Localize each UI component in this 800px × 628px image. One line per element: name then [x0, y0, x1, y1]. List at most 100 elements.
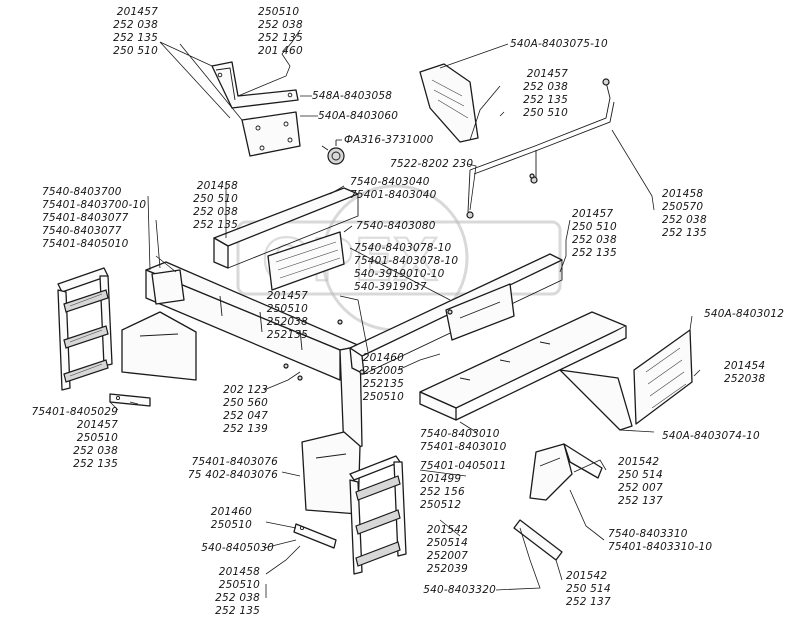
leader-lines — [109, 29, 701, 598]
panel-7540-8403080 — [267, 231, 345, 291]
rod-7522-8202230 — [466, 78, 615, 219]
callout-c07-line-1: 252 038 — [523, 81, 568, 93]
callout-c09-line-0: 201458 — [662, 188, 704, 200]
callout-c11-line-0: 201458 — [196, 180, 238, 192]
callout-c14-line-1: 250510 — [266, 303, 308, 315]
inner-beam-7540-8403078-10 — [349, 253, 563, 375]
callout-c04-line-0: 540А-8403060 — [318, 110, 399, 122]
callout-c31-line-1: 250510 — [218, 579, 260, 591]
callout-c26-line-3: 252 137 — [618, 495, 663, 507]
callout-c26-line-2: 252 007 — [618, 482, 663, 494]
callout-c13-line-0: 7540-8403080 — [356, 220, 436, 232]
callout-c18-line-3: 250510 — [362, 391, 404, 403]
callout-c18-line-1: 252005 — [362, 365, 404, 377]
callout-c14-line-0: 201457 — [266, 290, 308, 302]
callout-c24-line-0: 75401-8403076 — [191, 456, 278, 468]
callout-c12-line-0: 7540-8403040 — [350, 176, 430, 188]
callout-c12-line-1: 75401-8403040 — [350, 189, 437, 201]
callout-c18-line-2: 252135 — [362, 378, 404, 390]
plate-540a-8403012 — [633, 329, 693, 425]
mudguard-75401-8403077 — [121, 311, 197, 381]
callout-c09-line-2: 252 038 — [662, 214, 707, 226]
callout-c32-line-0: 540-8403320 — [423, 584, 496, 596]
callout-c33-line-2: 252 137 — [566, 596, 611, 608]
callout-c05-line-0: ФАЗ16-3731000 — [344, 134, 434, 146]
callout-c23-line-2: 250510 — [76, 432, 118, 444]
callout-c30-line-3: 252039 — [426, 563, 468, 575]
callout-c11-line-1: 250 510 — [193, 193, 238, 205]
callout-c16-line-2: 252 038 — [572, 234, 617, 246]
callout-c25-line-3: 250512 — [420, 499, 462, 511]
callout-c02-line-1: 252 038 — [258, 19, 303, 31]
front-bar-7540-8403040 — [213, 187, 359, 269]
callout-c23-line-0: 75401-8405029 — [31, 406, 118, 418]
callout-c11-line-2: 252 038 — [193, 206, 238, 218]
mudguard-540a-8403075-10 — [419, 63, 479, 143]
callout-c18-line-0: 201460 — [362, 352, 404, 364]
callout-c07-line-3: 250 510 — [523, 107, 568, 119]
callout-c20-line-0: 540А-8403074-10 — [662, 430, 760, 442]
callout-c19-line-1: 252038 — [724, 373, 766, 385]
callout-c01-line-3: 250 510 — [113, 45, 158, 57]
lamp-faz16-3731000 — [321, 140, 345, 165]
callout-c01-line-2: 252 135 — [113, 32, 158, 44]
callout-c25-line-0: 75401-0405011 — [420, 460, 507, 472]
callout-c07-line-0: 201457 — [526, 68, 568, 80]
callout-c21-line-0: 7540-8403010 — [420, 428, 500, 440]
bracket-7540-8403310 — [529, 443, 603, 501]
callout-c29-line-0: 540-8405030 — [201, 542, 274, 554]
callout-c14-line-2: 252038 — [266, 316, 308, 328]
callout-c10-line-1: 75401-8403700-10 — [42, 199, 147, 211]
callout-c28-line-1: 250510 — [210, 519, 252, 531]
callout-c10-line-0: 7540-8403700 — [42, 186, 122, 198]
callout-c31-line-0: 201458 — [218, 566, 260, 578]
callout-c26-line-0: 201542 — [618, 456, 660, 468]
bracket-75401-8405029 — [109, 393, 151, 407]
callout-c33-line-1: 250 514 — [566, 583, 611, 595]
callout-c30-line-2: 252007 — [426, 550, 468, 562]
callout-c22-line-3: 252 139 — [223, 423, 268, 435]
callout-c10-line-4: 75401-8405010 — [42, 238, 129, 250]
callout-c15-line-0: 7540-8403078-10 — [354, 242, 452, 254]
platform-540-3919010-10 — [419, 311, 633, 431]
callout-c10-line-3: 7540-8403077 — [42, 225, 122, 237]
callout-c23-line-4: 252 135 — [73, 458, 118, 470]
bracket-540-8405030 — [293, 523, 337, 549]
callout-c07-line-2: 252 135 — [523, 94, 568, 106]
callout-c02-line-0: 250510 — [258, 6, 300, 18]
callout-c15-line-2: 540-3919010-10 — [354, 268, 445, 280]
callout-c03-line-0: 548А-8403058 — [312, 90, 393, 102]
callout-c16-line-0: 201457 — [572, 208, 614, 220]
callout-c15-line-3: 540-3919037 — [354, 281, 427, 293]
callout-c11-line-3: 252 135 — [193, 219, 238, 231]
callout-c25-line-1: 201499 — [420, 473, 462, 485]
callout-c22-line-1: 250 560 — [223, 397, 268, 409]
plate-540a-8403060 — [241, 111, 301, 157]
frame-beam-7540-8403010 — [145, 261, 363, 453]
ladder-right-75401-0405011 — [349, 455, 407, 575]
callout-c22-line-2: 252 047 — [223, 410, 268, 422]
callout-c09-line-3: 252 135 — [662, 227, 707, 239]
callout-c17-line-0: 540А-8403012 — [704, 308, 785, 320]
callout-c26-line-1: 250 514 — [618, 469, 663, 481]
callout-c24-line-1: 75 402-8403076 — [187, 469, 278, 481]
callout-c33-line-0: 201542 — [566, 570, 608, 582]
callout-c10-line-2: 75401-8403077 — [42, 212, 129, 224]
callout-c15-line-1: 75401-8403078-10 — [354, 255, 459, 267]
callout-c06-line-0: 540А-8403075-10 — [510, 38, 608, 50]
callout-c02-line-3: 201 460 — [258, 45, 303, 57]
callout-c08-line-0: 7522-8202 230 — [390, 158, 474, 170]
callout-c28-line-0: 201460 — [210, 506, 252, 518]
callout-c19-line-0: 201454 — [724, 360, 766, 372]
callout-c14-line-3: 252135 — [266, 329, 308, 341]
callout-c27-line-1: 75401-8403310-10 — [608, 541, 713, 553]
callout-c27-line-0: 7540-8403310 — [608, 528, 688, 540]
callout-c09-line-1: 250570 — [662, 201, 704, 213]
callout-c16-line-3: 252 135 — [572, 247, 617, 259]
fasteners — [283, 173, 535, 381]
callout-c01-line-1: 252 038 — [113, 19, 158, 31]
callout-c30-line-0: 201542 — [426, 524, 468, 536]
callout-c30-line-1: 250514 — [426, 537, 468, 549]
